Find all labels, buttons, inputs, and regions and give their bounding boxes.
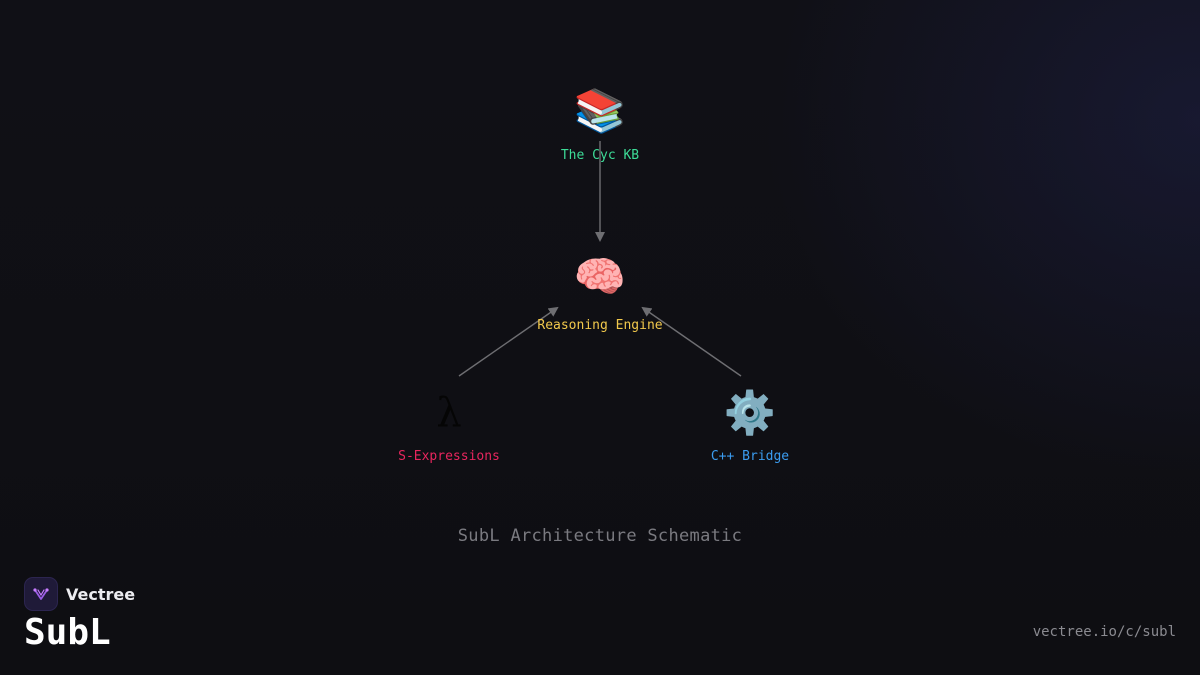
site-url[interactable]: vectree.io/c/subl [1032, 624, 1176, 640]
node-label-cyc-kb: The Cyc KB [560, 148, 640, 163]
edge-cpp-to-engine [641, 306, 742, 377]
edge-sexp-to-engine [458, 306, 559, 377]
vectree-logo-icon [24, 577, 58, 611]
company-name: Vectree [66, 584, 136, 604]
gear-icon: ⚙️ [723, 388, 777, 437]
node-label-cpp-bridge: C++ Bridge [710, 449, 790, 464]
node-label-s-expressions: S-Expressions [398, 449, 500, 464]
diagram-caption: SubL Architecture Schematic [457, 526, 743, 546]
brand: Vectree [24, 577, 135, 611]
books-icon: 📚 [573, 86, 627, 135]
node-label-reasoning-engine: Reasoning Engine [537, 318, 663, 333]
lambda-icon: λ [436, 390, 462, 436]
product-title: SubL [24, 612, 111, 653]
brain-icon: 🧠 [573, 252, 627, 301]
